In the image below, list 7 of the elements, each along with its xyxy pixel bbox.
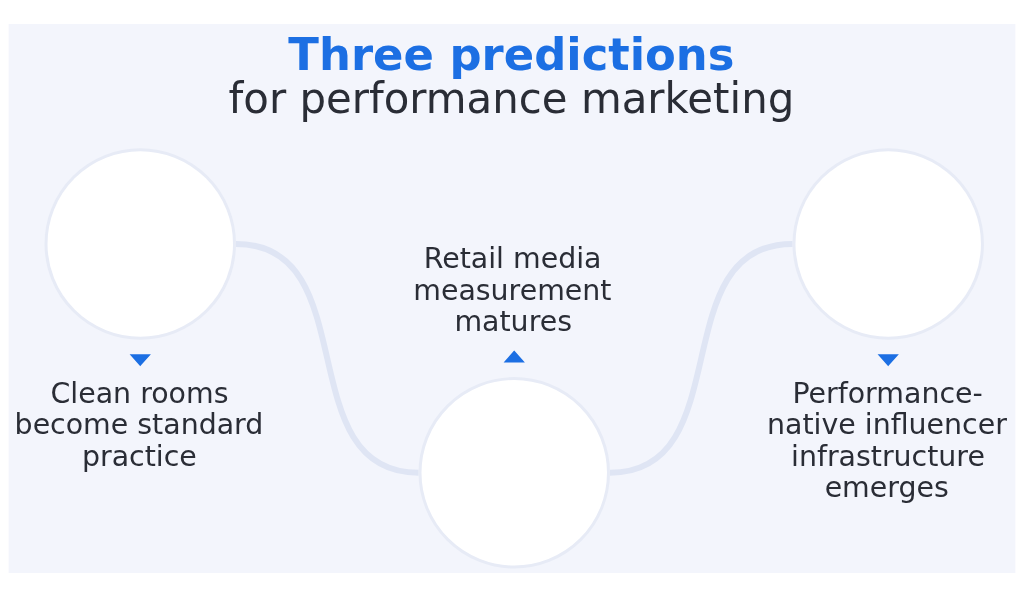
node-label: Clean rooms become standard practice [14,376,264,473]
node-circle [44,147,236,340]
node-label: Retail media measurement matures [413,241,612,338]
node-circle [418,376,610,568]
node-label: Performance-native influencer infrastructure emerges [767,376,1007,504]
diagram-title: Three predictions for performance marketing [228,27,795,123]
node-circle [792,147,984,340]
